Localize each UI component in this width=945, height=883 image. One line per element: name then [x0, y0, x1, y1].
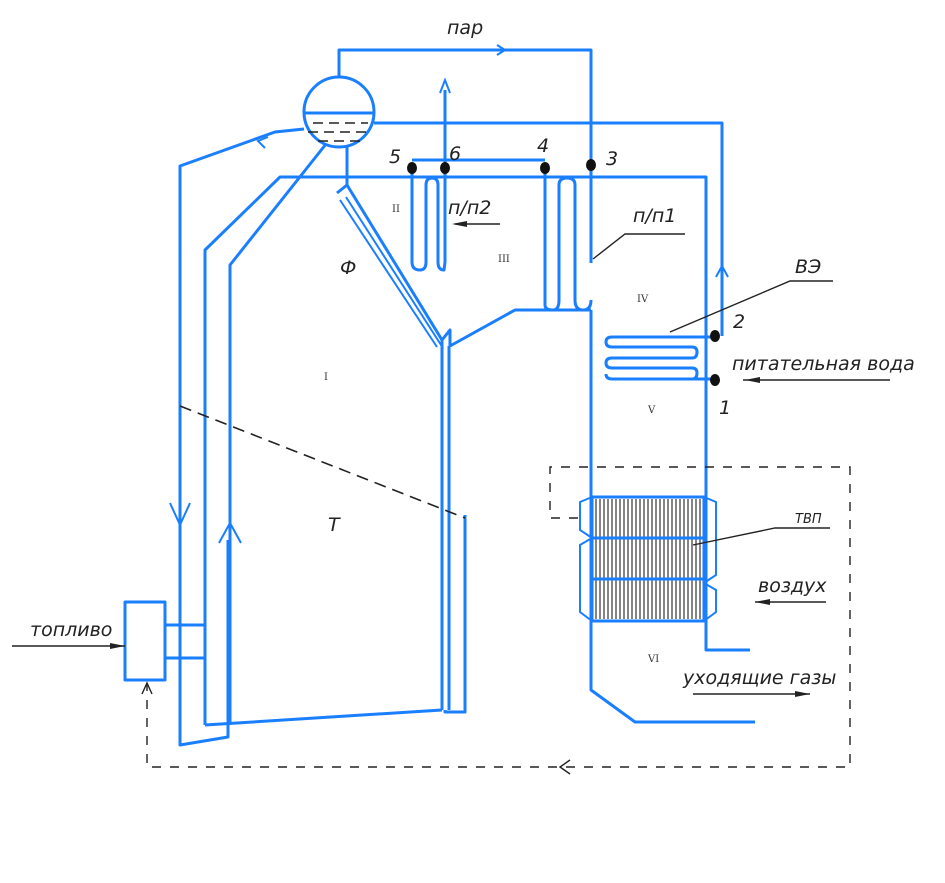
air-duct	[146, 466, 851, 768]
riser-inner	[204, 143, 443, 727]
burner	[123, 600, 205, 682]
point-6: 6	[449, 143, 461, 165]
superheater-2	[410, 77, 545, 272]
furnace-division	[179, 405, 466, 519]
economizer	[604, 335, 715, 381]
label-economizer: ВЭ	[795, 256, 821, 278]
zone-3: III	[498, 254, 510, 265]
zone-4: IV	[637, 294, 649, 305]
label-feedwater: питательная вода	[732, 353, 915, 375]
air-heater	[579, 495, 717, 623]
downcomer	[178, 127, 305, 747]
steam-line	[337, 48, 593, 263]
point-1: 1	[719, 397, 731, 419]
label-air: воздух	[758, 575, 827, 597]
zone-5: V	[647, 405, 656, 416]
label-furnace-bottom: Т	[328, 514, 341, 536]
riser-outer	[203, 175, 750, 725]
point-4: 4	[537, 135, 549, 157]
point-2: 2	[733, 311, 745, 333]
drum	[302, 75, 376, 149]
label-flue-gases: уходящие газы	[682, 667, 836, 689]
point-3: 3	[606, 148, 618, 170]
label-fuel: топливо	[30, 619, 112, 641]
point-5: 5	[389, 146, 401, 168]
label-superheater-1: п/п1	[633, 205, 676, 227]
label-air-heater: ТВП	[795, 512, 822, 527]
label-steam: пар	[447, 17, 483, 39]
zone-1: I	[324, 372, 328, 383]
screen-tubes	[336, 183, 444, 710]
zone-2: II	[392, 204, 400, 215]
label-superheater-2: п/п2	[448, 197, 491, 219]
zone-6: VI	[647, 654, 659, 665]
label-furnace-top: Ф	[340, 257, 356, 279]
superheater-1	[543, 170, 593, 312]
points	[407, 159, 720, 386]
